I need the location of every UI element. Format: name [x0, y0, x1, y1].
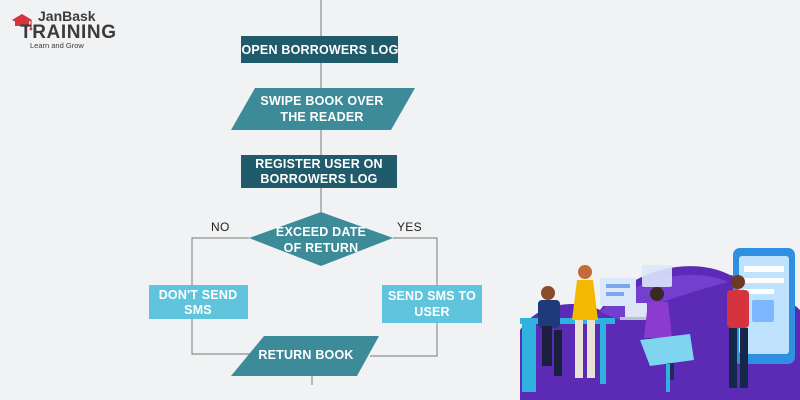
office-desk-illustration	[520, 318, 615, 392]
node-return-book-text: RETURN BOOK	[258, 348, 353, 362]
node-send-sms-line2: USER	[414, 305, 450, 319]
edge-label-no: NO	[211, 220, 230, 234]
person-standing-red	[727, 275, 749, 388]
node-swipe-book: SWIPE BOOK OVER THE READER	[231, 88, 415, 130]
logo-tagline: Learn and Grow	[30, 41, 84, 50]
connector-decision-yes-branch	[393, 237, 438, 285]
node-send-sms-line1: SEND SMS TO	[388, 289, 476, 303]
node-send-sms-to-user: SEND SMS TO USER	[382, 285, 482, 323]
node-register-user: REGISTER USER ON BORROWERS LOG	[241, 155, 397, 188]
node-swipe-book-line2: THE READER	[280, 110, 363, 124]
janbask-logo: JanBask TRAINING Learn and Grow	[12, 8, 117, 50]
node-register-user-line1: REGISTER USER ON	[255, 157, 383, 171]
flowchart-connectors	[191, 0, 438, 385]
node-exceed-date-line2: OF RETURN	[284, 241, 359, 255]
connector-dont-send-to-return	[191, 319, 261, 355]
node-exceed-date-decision: EXCEED DATE OF RETURN	[249, 212, 393, 266]
office-people-illustration	[520, 248, 800, 400]
node-return-book: RETURN BOOK	[231, 336, 379, 376]
logo-brand-main: TRAINING	[20, 22, 117, 43]
node-dont-send-line2: SMS	[184, 303, 212, 317]
person-standing-yellow	[572, 265, 598, 378]
node-exceed-date-line1: EXCEED DATE	[276, 225, 366, 239]
laptop-illustration	[620, 303, 652, 320]
node-dont-send-sms: DON'T SEND SMS	[149, 285, 248, 319]
floating-panel-illustration	[600, 265, 672, 306]
smartphone-illustration	[733, 248, 795, 364]
logo-brand-top: JanBask	[38, 8, 96, 24]
graduation-cap-icon	[12, 14, 33, 31]
node-register-user-line2: BORROWERS LOG	[260, 172, 377, 186]
node-open-borrowers-log: OPEN BORROWERS LOG	[241, 36, 398, 63]
office-chair-illustration	[640, 334, 694, 392]
node-dont-send-line1: DON'T SEND	[159, 288, 238, 302]
node-swipe-book-line1: SWIPE BOOK OVER	[260, 94, 383, 108]
connector-send-sms-to-return	[370, 323, 438, 357]
edge-label-yes: YES	[397, 220, 422, 234]
connector-decision-no-branch	[191, 237, 249, 285]
person-sitting-suit	[538, 286, 562, 376]
node-open-borrowers-log-text: OPEN BORROWERS LOG	[241, 43, 398, 57]
